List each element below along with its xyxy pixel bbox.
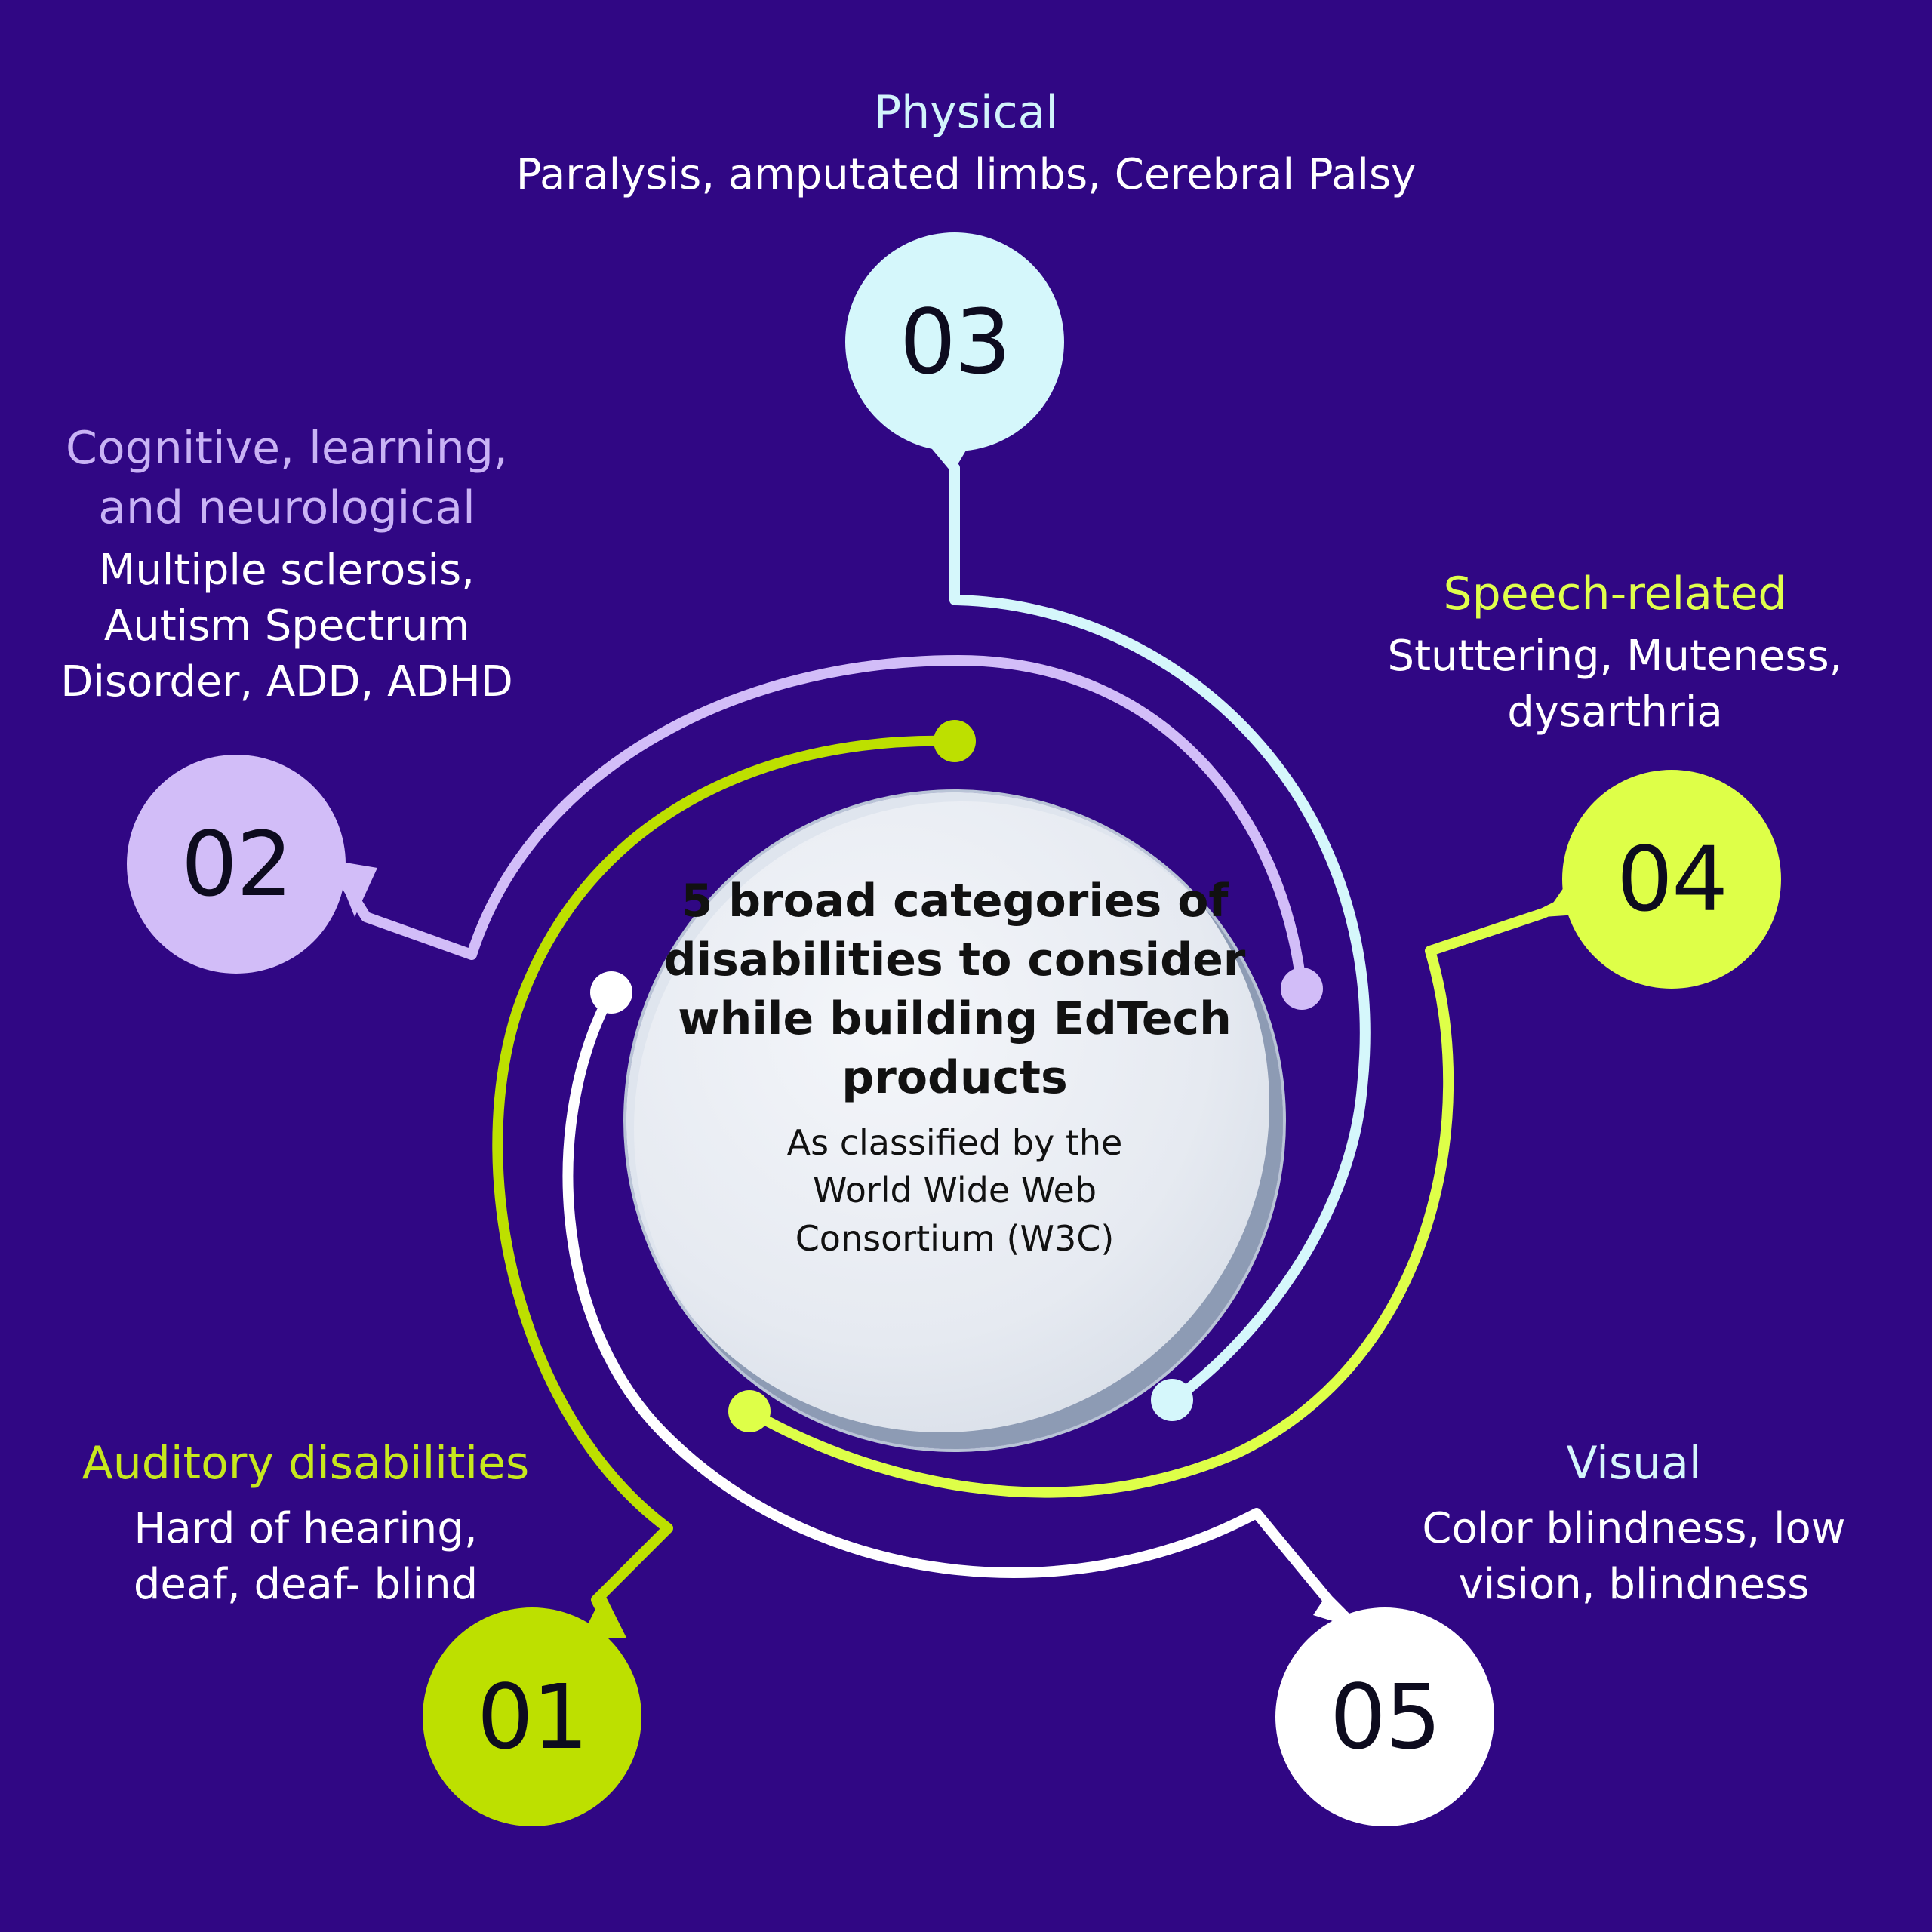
category-05-text: Visual Color blindness, low vision, blin… — [1389, 1434, 1879, 1613]
center-subtitle: As classified by the World Wide Web Cons… — [786, 1122, 1123, 1259]
connector-05-end-dot — [590, 971, 632, 1014]
connector-03-line — [931, 440, 1371, 1405]
connector-02-line — [342, 655, 1307, 994]
category-05-description: Color blindness, low vision, blindness — [1422, 1504, 1846, 1610]
category-03-text: Physical Paralysis, amputated limbs, Cer… — [483, 83, 1449, 203]
connector-03-end-dot — [1151, 1379, 1193, 1421]
badge-05: 05 — [1275, 1607, 1494, 1826]
connector-01-end-dot — [934, 720, 976, 762]
category-01-text: Auditory disabilities Hard of hearing, d… — [53, 1434, 558, 1613]
category-02-heading: Cognitive, learning, and neurological — [66, 422, 508, 535]
center-title: 5 broad categories of disabilities to co… — [663, 875, 1246, 1104]
category-01-description: Hard of hearing, deaf, deaf- blind — [133, 1504, 478, 1610]
category-02-description: Multiple sclerosis, Autism Spectrum Diso… — [60, 546, 513, 707]
badge-01: 01 — [423, 1607, 641, 1826]
connector-04-end-dot — [728, 1390, 771, 1432]
center-disc — [626, 792, 1283, 1449]
badge-03: 03 — [845, 232, 1064, 451]
category-02-text: Cognitive, learning, and neurological Mu… — [45, 419, 528, 710]
center-text-block: 5 broad categories of disabilities to co… — [641, 872, 1268, 1263]
category-03-heading: Physical — [873, 86, 1059, 139]
connector-01-line — [492, 735, 960, 1628]
badge-02: 02 — [127, 755, 346, 974]
category-04-heading: Speech-related — [1443, 568, 1787, 620]
badge-04: 04 — [1562, 770, 1781, 989]
category-04-text: Speech-related Stuttering, Muteness, dys… — [1351, 565, 1879, 740]
connector-05-line — [562, 987, 1356, 1628]
connector-02-end-dot — [1281, 968, 1323, 1010]
connector-04-line — [744, 893, 1579, 1498]
category-01-heading: Auditory disabilities — [82, 1437, 530, 1490]
category-03-description: Paralysis, amputated limbs, Cerebral Pal… — [515, 150, 1417, 200]
category-05-heading: Visual — [1566, 1437, 1702, 1490]
category-04-description: Stuttering, Muteness, dysarthria — [1387, 632, 1843, 737]
